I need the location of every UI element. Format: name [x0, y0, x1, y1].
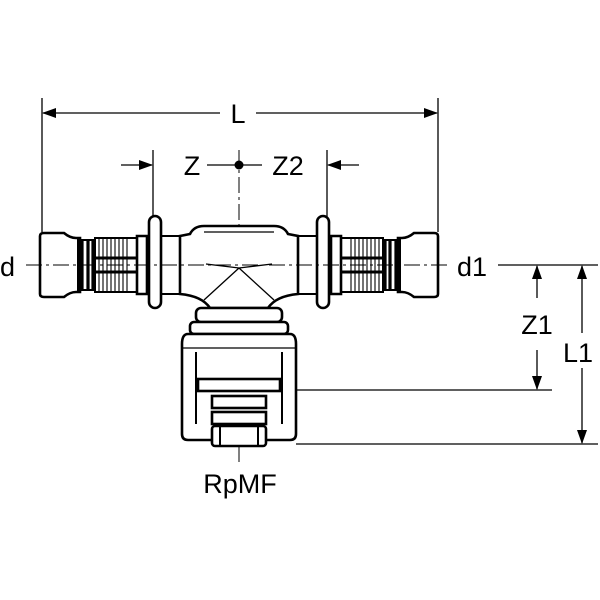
label-Z: Z [184, 151, 201, 181]
label-d1: d1 [457, 252, 487, 282]
dimension-L1: L1 [296, 265, 598, 445]
label-L: L [230, 99, 245, 129]
label-Z1: Z1 [521, 310, 553, 340]
label-Z2: Z2 [272, 151, 304, 181]
label-d: d [0, 252, 15, 282]
label-L1: L1 [563, 338, 593, 368]
tee-body [178, 224, 300, 310]
dimension-Z2: Z2 [242, 150, 359, 220]
dimension-Z: Z [121, 150, 237, 220]
threaded-branch [180, 306, 298, 448]
right-press-end [297, 214, 440, 310]
label-RpMF: RpMF [203, 469, 277, 499]
left-press-end [38, 214, 181, 310]
dimension-L: L [41, 98, 439, 232]
dimension-Z1: Z1 [296, 264, 598, 391]
